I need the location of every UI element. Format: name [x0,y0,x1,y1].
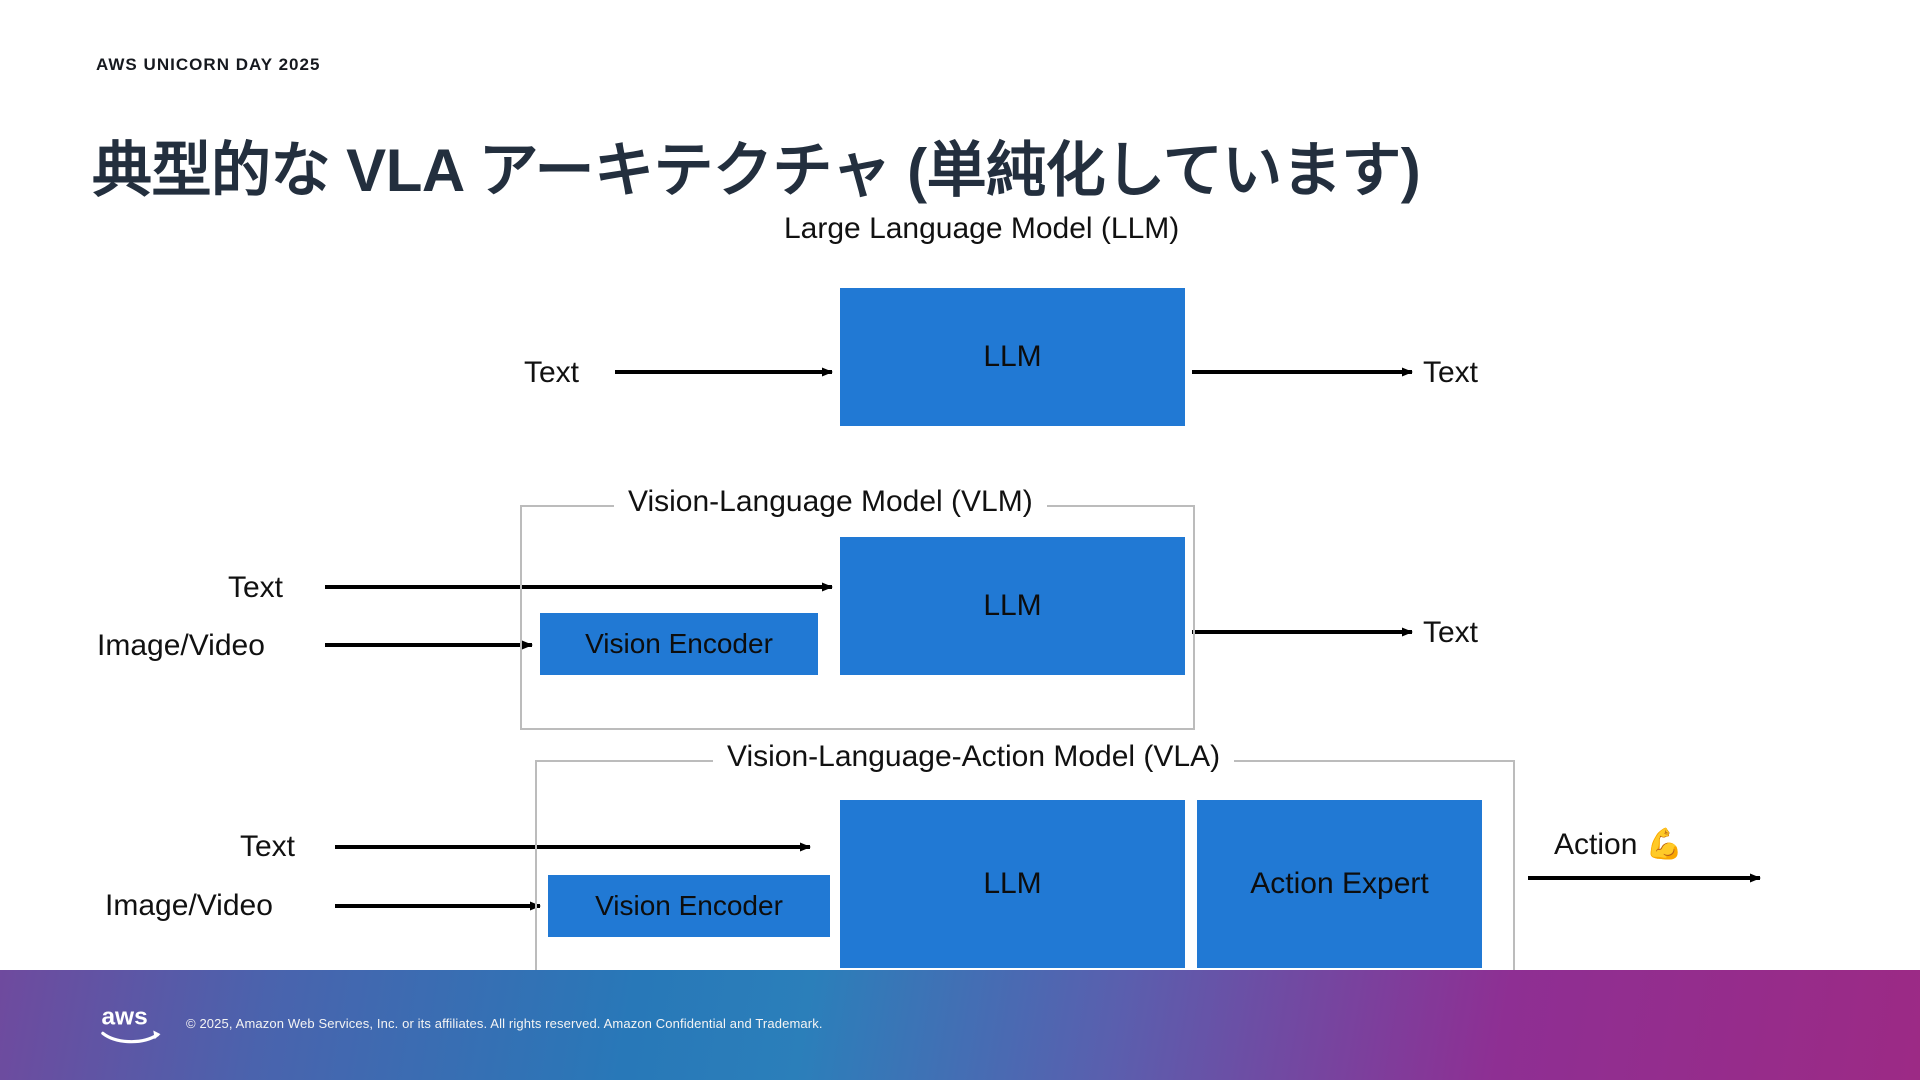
svg-text:aws: aws [101,1004,147,1031]
vla-architecture-diagram: Large Language Model (LLM) Text LLM Text… [0,212,1920,988]
io-label-vla-input-image-video: Image/Video [105,889,273,922]
footer-copyright: © 2025, Amazon Web Services, Inc. or its… [186,1016,823,1031]
block-vla-llm-label: LLM [983,867,1042,900]
block-vla-action-expert-label: Action Expert [1250,867,1429,900]
block-vlm-llm-label: LLM [983,589,1042,622]
section-caption-vlm: Vision-Language Model (VLM) [614,485,1047,518]
slide-eyebrow: AWS UNICORN DAY 2025 [96,55,321,74]
block-vla-llm: LLM [840,800,1185,968]
block-llm: LLM [840,288,1185,426]
io-label-llm-output-text: Text [1423,356,1479,389]
io-label-llm-input-text: Text [524,356,580,389]
block-vlm-llm: LLM [840,537,1185,675]
block-vla-action-expert: Action Expert [1197,800,1482,968]
block-vlm-vision-encoder-label: Vision Encoder [585,628,773,659]
block-vla-vision-encoder: Vision Encoder [548,875,830,937]
block-vla-vision-encoder-label: Vision Encoder [595,890,783,921]
section-caption-llm: Large Language Model (LLM) [770,212,1194,245]
io-label-vla-input-text: Text [240,830,296,863]
section-caption-vla: Vision-Language-Action Model (VLA) [713,740,1235,773]
block-llm-label: LLM [983,340,1042,373]
slide-footer: aws © 2025, Amazon Web Services, Inc. or… [0,970,1920,1080]
block-vlm-vision-encoder: Vision Encoder [540,613,818,675]
aws-logo-icon: aws [101,1004,161,1044]
io-label-vlm-output-text: Text [1423,616,1479,649]
io-label-vlm-input-image-video: Image/Video [97,629,265,662]
page-title: 典型的な VLA アーキテクチャ (単純化しています) [92,137,1421,204]
io-label-vla-output-action: Action 💪 [1554,828,1684,861]
io-label-vlm-input-text: Text [228,571,284,604]
